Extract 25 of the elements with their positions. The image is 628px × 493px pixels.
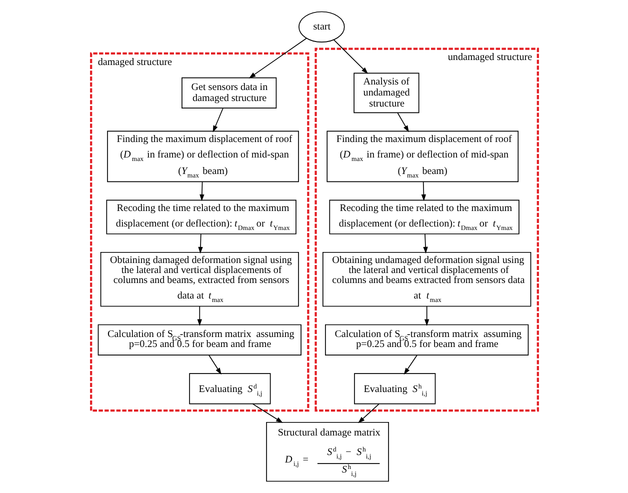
arrow bbox=[422, 234, 428, 254]
node-box: Finding the maximum displacement of roof (D$_{max}$ in frame) or deflection of mid-span (Y$_{max}$ beam) bbox=[326, 130, 518, 182]
node-box: Calculation of S$_{GS}$-transform matrix assuming p=0.25 and 0.5 for beam and frame bbox=[97, 324, 301, 356]
arrow bbox=[332, 39, 368, 74]
arrow bbox=[208, 354, 221, 375]
node-box: Obtaining damaged deformation signal using the lateral and vertical displacements of columns and beams, extracted from sensors data at t$_{max}$ bbox=[100, 252, 298, 307]
arrow bbox=[252, 404, 282, 423]
arrow bbox=[212, 108, 223, 132]
arrow bbox=[358, 404, 379, 424]
arrow bbox=[424, 306, 429, 326]
node-box: Analysis of undamaged structure bbox=[353, 72, 419, 114]
node-box: Recoding the time related to the maximum displacement (or deflection): t$_{Dmax}$ or t$_{Ymax}$ bbox=[328, 200, 519, 234]
node-box: Get sensors data in damaged structure bbox=[181, 77, 276, 108]
node-box: Obtaining undamaged deformation signal using the lateral and vertical displacements of columns and beams extracted from sensors data at t$_{max}$ bbox=[322, 252, 531, 307]
node-box: Calculation of S$_{GS}$-transform matrix assuming p=0.25 and 0.5 for beam and frame bbox=[324, 324, 528, 356]
arrow bbox=[196, 306, 202, 326]
arrow bbox=[198, 234, 202, 254]
node-box: Recoding the time related to the maximum displacement (or deflection): t$_{Dmax}$ or t$_{Ymax}$ bbox=[106, 200, 296, 234]
arrow bbox=[396, 112, 408, 132]
arrow bbox=[420, 182, 426, 202]
node-ellipse: start bbox=[298, 11, 344, 42]
arrow bbox=[248, 38, 306, 78]
node-box: Finding the maximum displacement of roof (D$_{max}$ in frame) or deflection of mid-span (Y$_{max}$ beam) bbox=[106, 130, 298, 182]
arrow bbox=[199, 182, 204, 202]
arrow bbox=[403, 354, 417, 375]
